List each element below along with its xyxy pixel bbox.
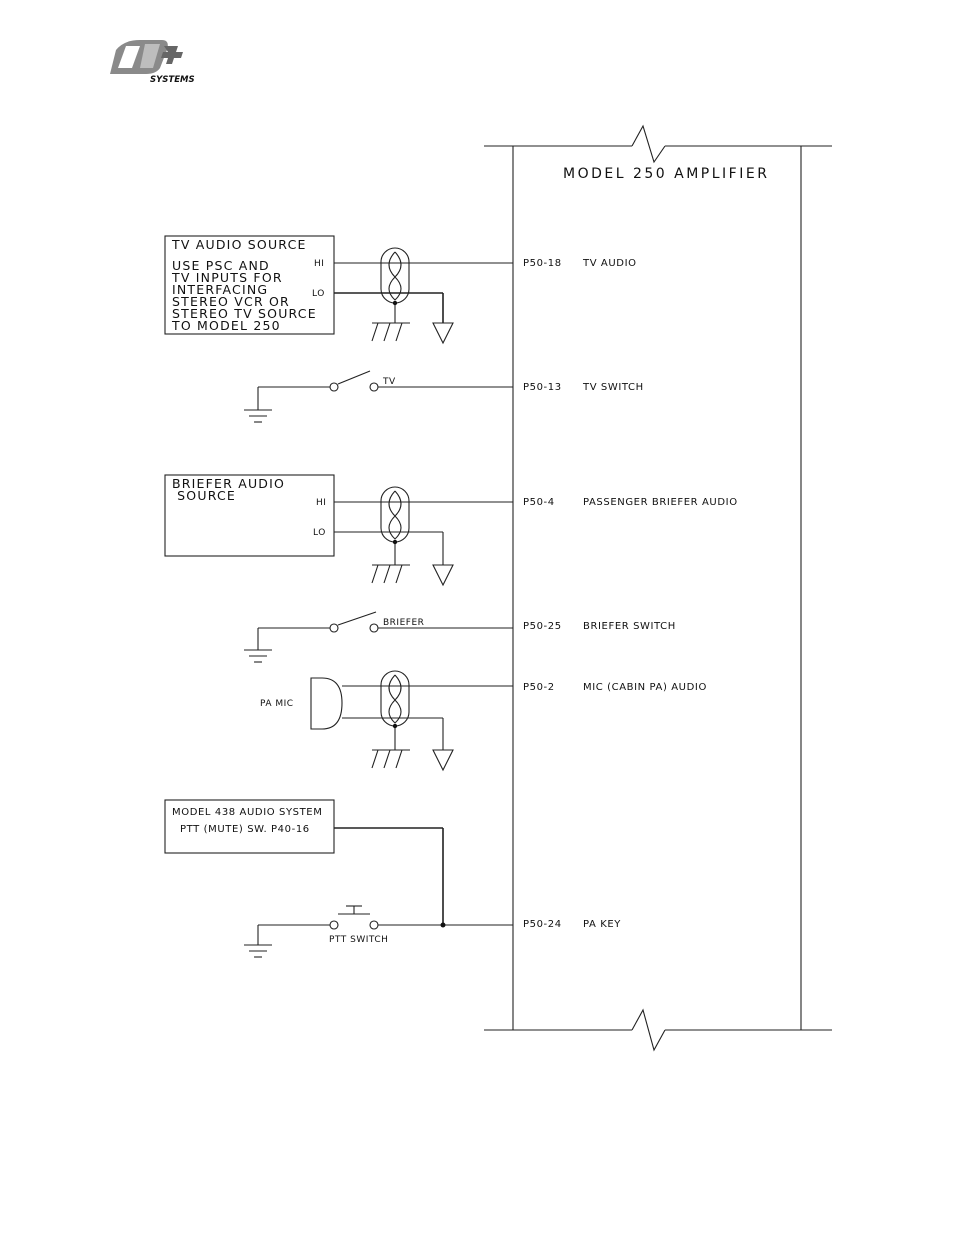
tv-source-note: STEREO VCR OR	[172, 294, 290, 309]
tv-source-note: INTERFACING	[172, 282, 268, 297]
pin-name: MIC (CABIN PA) AUDIO	[583, 682, 707, 693]
tv-source-note: TO MODEL 250	[171, 318, 281, 333]
pin-label: P50-18	[523, 258, 562, 269]
microphone-icon	[310, 677, 343, 730]
switch-label: BRIEFER	[383, 618, 424, 628]
pa-mic: PA MIC	[260, 670, 513, 772]
hi-label: HI	[314, 259, 324, 269]
switch-label: TV	[382, 377, 396, 387]
tv-source-note: TV INPUTS FOR	[171, 270, 283, 285]
tv-switch: TV	[244, 370, 513, 423]
briefer-source-title: SOURCE	[172, 488, 236, 503]
pin-label: P50-25	[523, 621, 562, 632]
db-logo-icon: SYSTEMS	[110, 40, 195, 85]
hi-label: HI	[316, 498, 326, 508]
pin-name: TV SWITCH	[582, 382, 644, 393]
tv-source-note: USE PSC AND	[172, 258, 270, 273]
briefer-source-title: BRIEFER AUDIO	[172, 476, 285, 491]
briefer-switch: BRIEFER	[244, 611, 513, 663]
tv-source-title: TV AUDIO SOURCE	[171, 237, 307, 252]
pin-name: PA KEY	[583, 919, 621, 930]
pin-labels: P50-18 TV AUDIO P50-13 TV SWITCH P50-4 P…	[523, 258, 738, 930]
pin-label: P50-2	[523, 682, 555, 693]
ptt-switch: PTT SWITCH	[244, 905, 513, 958]
pin-name: BRIEFER SWITCH	[583, 621, 676, 632]
pin-name: TV AUDIO	[582, 258, 637, 269]
lo-label: LO	[313, 528, 326, 538]
amplifier-title: MODEL 250 AMPLIFIER	[563, 166, 769, 182]
tv-audio-source: TV AUDIO SOURCE USE PSC AND TV INPUTS FO…	[164, 235, 513, 345]
audio-system-block: MODEL 438 AUDIO SYSTEM PTT (MUTE) SW. P4…	[164, 799, 444, 925]
ptt-mute-label: PTT (MUTE) SW. P40-16	[180, 824, 310, 835]
pin-name: PASSENGER BRIEFER AUDIO	[583, 497, 738, 508]
lo-label: LO	[312, 289, 325, 299]
tv-source-note: STEREO TV SOURCE	[172, 306, 317, 321]
pin-label: P50-13	[523, 382, 562, 393]
logo-text: SYSTEMS	[150, 75, 195, 85]
amplifier-block: MODEL 250 AMPLIFIER	[484, 124, 832, 1052]
briefer-audio-source: BRIEFER AUDIO SOURCE HI LO	[164, 474, 513, 587]
pin-label: P50-4	[523, 497, 555, 508]
audio-system-title: MODEL 438 AUDIO SYSTEM	[172, 807, 322, 818]
switch-label: PTT SWITCH	[329, 935, 388, 945]
pin-label: P50-24	[523, 919, 562, 930]
mic-label: PA MIC	[260, 699, 294, 709]
